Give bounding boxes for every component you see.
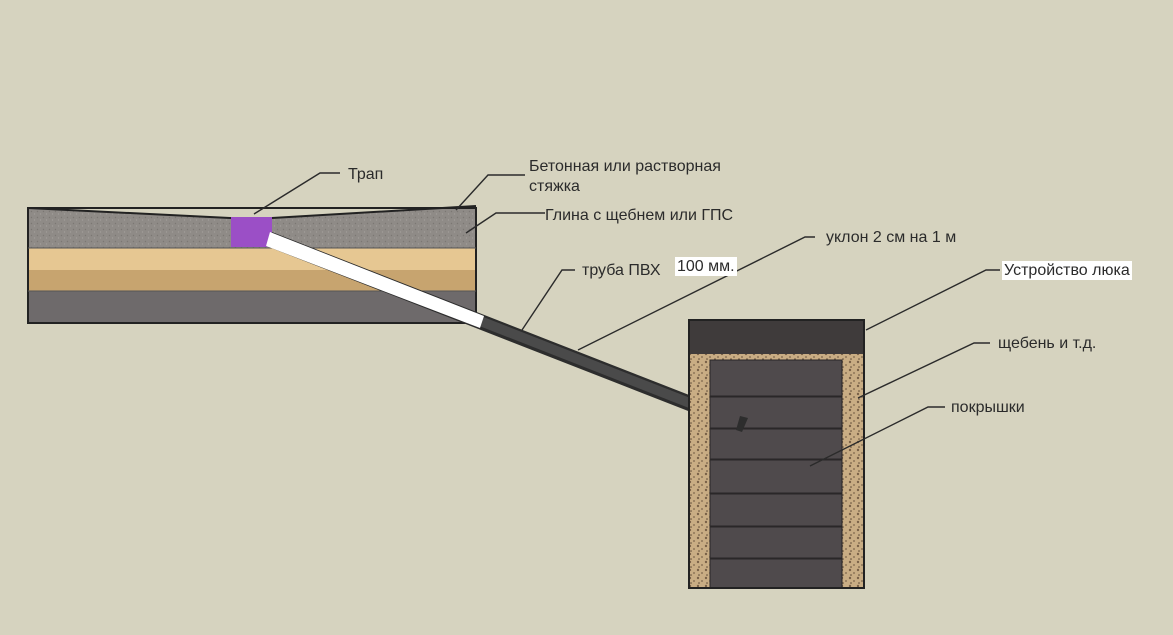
- label-pipe: труба ПВХ: [582, 262, 661, 279]
- trap-drain: [231, 217, 272, 247]
- sand-layer: [28, 248, 476, 270]
- label-gravel: щебень и т.д.: [998, 335, 1097, 352]
- label-hatch: Устройство люка: [1002, 261, 1132, 280]
- label-screed-line2: стяжка: [529, 178, 580, 195]
- label-tires: покрышки: [951, 399, 1025, 416]
- leader-screed: [455, 174, 525, 211]
- pipe-white-segment: [266, 232, 484, 328]
- label-clay: Глина с щебнем или ГПС: [545, 207, 734, 224]
- leader-hatch: [865, 269, 1000, 331]
- leader-tires: [809, 406, 945, 467]
- hatch-lid: [689, 320, 864, 354]
- leader-trap: [253, 172, 340, 215]
- label-trap: Трап: [348, 166, 384, 183]
- tire-stack: [709, 359, 843, 589]
- soakaway-well: [688, 319, 865, 589]
- leader-clay: [465, 212, 545, 234]
- leader-gravel: [857, 342, 990, 399]
- label-slope: уклон 2 см на 1 м: [826, 229, 957, 246]
- leader-lines: [253, 172, 1000, 467]
- leader-pipe: [521, 269, 575, 331]
- floor-section: [27, 205, 477, 324]
- label-screed-line1: Бетонная или растворная: [529, 158, 721, 175]
- label-pipe-size: 100 мм.: [675, 257, 737, 276]
- leader-slope: [577, 236, 815, 351]
- pvc-pipe: [266, 232, 748, 432]
